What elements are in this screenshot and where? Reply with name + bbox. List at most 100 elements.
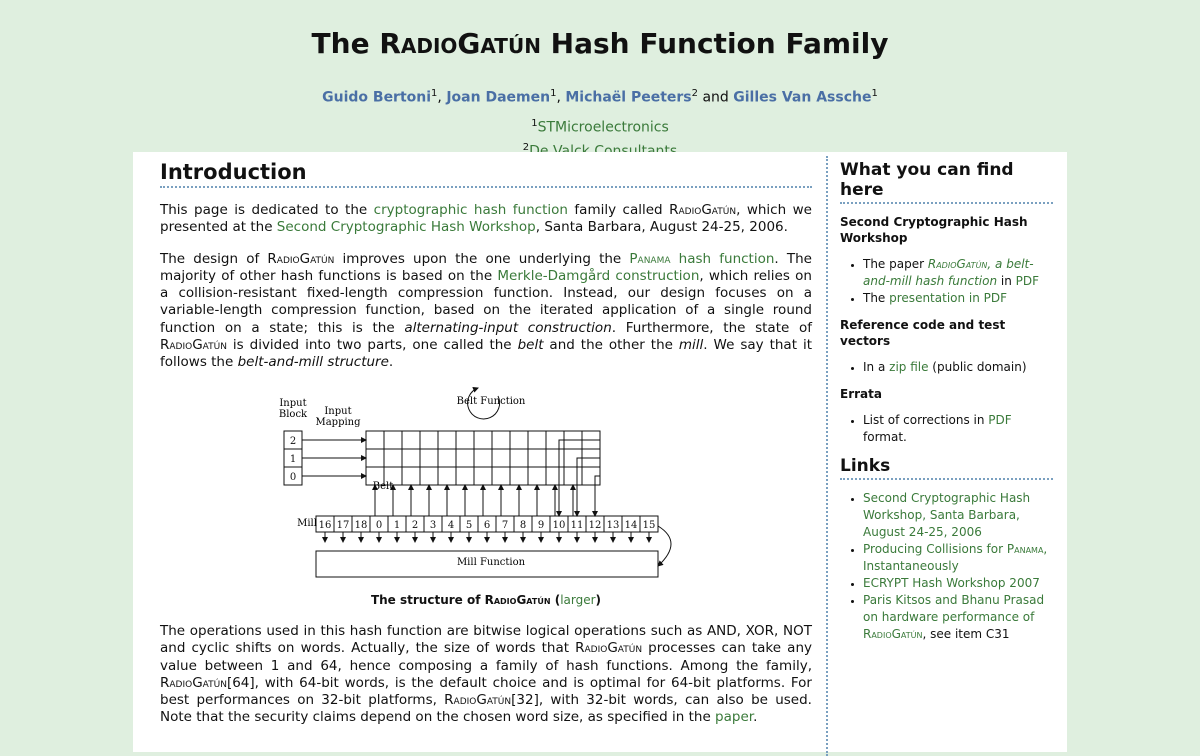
section-heading-introduction: Introduction	[160, 160, 812, 188]
ecrypt-link[interactable]: ECRYPT Hash Workshop 2007	[863, 576, 1040, 590]
belt-and-mill-diagram[interactable]: Input Block Input Mapping Belt Function …	[276, 386, 696, 586]
author-link[interactable]: Michaël Peeters	[565, 89, 692, 106]
belt-cell	[473, 448, 493, 468]
belt-cell	[527, 430, 547, 450]
workshop-link[interactable]: Second Cryptographic Hash Workshop	[276, 219, 536, 236]
belt-cell	[419, 448, 439, 468]
page-title: The RadioGatún Hash Function Family	[311, 27, 889, 60]
belt-to-mill-arrow	[592, 475, 600, 517]
errata-heading: Errata	[840, 387, 882, 401]
errata-pdf-link[interactable]: PDF	[988, 413, 1012, 427]
paper-pdf-link[interactable]: RadioGatún, a belt-and-mill hash functio…	[863, 257, 1034, 288]
paper-link[interactable]: paper	[715, 709, 754, 726]
figure-caption: The structure of RadioGatún (larger)	[370, 592, 602, 607]
mill-cell-label: 5	[466, 520, 472, 531]
pdf-link[interactable]: PDF	[1015, 274, 1040, 288]
affiliation-mark: 1	[531, 118, 538, 129]
panama-collisions-link[interactable]: Producing Collisions for Panama, Instant…	[863, 542, 1048, 573]
belt-function-arrow	[467, 386, 501, 420]
belt-cell	[401, 466, 421, 486]
hash-function-link[interactable]: cryptographic hash function	[373, 202, 568, 218]
input-block-label: Input	[279, 398, 306, 409]
mill-cell-label: 6	[484, 520, 490, 531]
panama-link[interactable]: Panama hash function	[629, 250, 775, 267]
belt-cell	[527, 466, 547, 486]
affiliation-mark: 1	[550, 88, 557, 99]
belt-cell	[437, 430, 457, 450]
mill-feedback-arrow	[657, 525, 672, 567]
input-block-label: Block	[279, 409, 308, 420]
affiliation-link[interactable]: STMicroelectronics	[537, 119, 669, 136]
mill-function-label: Mill Function	[457, 557, 526, 568]
mill-cell-label: 8	[520, 520, 526, 531]
sidebar-heading: What you can find here	[840, 160, 1053, 204]
author-link[interactable]: Guido Bertoni	[322, 89, 432, 106]
affiliation: 1STMicroelectronics	[0, 114, 1200, 138]
belt-cell	[365, 430, 385, 450]
input-mapping-label: Mapping	[315, 417, 361, 428]
workshop-heading: Second Cryptographic Hash Workshop	[840, 215, 1028, 245]
design-paragraph: The design of RadioGatún improves upon t…	[160, 250, 813, 371]
belt-cell	[455, 466, 475, 486]
separator: ,	[437, 89, 447, 106]
affiliation-mark: 2	[522, 141, 530, 153]
list-item: ECRYPT Hash Workshop 2007	[863, 575, 1053, 592]
belt-to-mill-arrow	[574, 457, 600, 517]
larger-link[interactable]: larger	[560, 592, 596, 607]
belt-cell	[473, 430, 493, 450]
belt-cell	[401, 448, 421, 468]
belt-cell	[473, 466, 493, 486]
list-item: The presentation in PDF	[863, 290, 1053, 307]
mill-cell-label: 11	[571, 520, 584, 531]
list-item: Second Cryptographic Hash Workshop, Sant…	[863, 490, 1053, 541]
belt-cell	[491, 448, 511, 468]
separator: ,	[556, 89, 566, 106]
mill-cell-label: 4	[448, 520, 454, 531]
belt-cell	[455, 430, 475, 450]
presentation-link[interactable]: presentation in PDF	[889, 291, 1008, 305]
affiliation-mark: 1	[871, 88, 878, 99]
belt-cell	[545, 448, 565, 468]
input-block-cell-label: 0	[290, 472, 296, 483]
mill-cell-label: 17	[337, 520, 350, 531]
belt-cell	[419, 430, 439, 450]
input-block-cell-label: 2	[290, 436, 296, 447]
belt-cell	[419, 466, 439, 486]
merkle-damgard-link[interactable]: Merkle-Damgård construction	[497, 267, 700, 284]
author-link[interactable]: Gilles Van Assche	[733, 89, 872, 106]
intro-paragraph: This page is dedicated to the cryptograp…	[160, 202, 812, 236]
links-list: Second Cryptographic Hash Workshop, Sant…	[840, 490, 1053, 643]
affiliation-mark: 2	[691, 88, 699, 99]
content-panel: Introduction This page is dedicated to t…	[133, 152, 1067, 756]
belt-cell	[509, 466, 529, 486]
belt-cell	[437, 448, 457, 468]
belt-to-mill-arrow	[556, 439, 600, 517]
sidebar: What you can find here Second Cryptograp…	[840, 152, 1053, 653]
input-block-cell-label: 1	[290, 454, 296, 465]
refcode-heading: Reference code and test vectors	[840, 318, 1006, 348]
page-header: The RadioGatún Hash Function Family Guid…	[0, 0, 1200, 161]
author-link[interactable]: Joan Daemen	[446, 89, 551, 106]
links-heading: Links	[840, 456, 1053, 480]
mill-cell-label: 0	[376, 520, 382, 531]
affiliation-mark: 1	[431, 88, 438, 99]
belt-cell	[383, 430, 403, 450]
mill-cell-label: 18	[355, 520, 368, 531]
belt-cell	[365, 448, 385, 468]
column-divider	[826, 156, 828, 756]
author-list: Guido Bertoni1, Joan Daemen1, Michaël Pe…	[0, 85, 1200, 106]
refcode-list: In a zip file (public domain)	[840, 359, 1053, 376]
belt-cell	[563, 466, 583, 486]
belt-label: Belt	[373, 481, 393, 492]
zip-file-link[interactable]: zip file	[889, 360, 929, 374]
errata-list: List of corrections in PDF format.	[840, 412, 1053, 446]
mill-cell-label: 14	[625, 520, 638, 531]
input-mapping-label: Input	[324, 406, 351, 417]
mill-cell-label: 1	[394, 520, 400, 531]
list-item: Producing Collisions for Panama, Instant…	[863, 541, 1053, 575]
mill-cell-label: 9	[538, 520, 544, 531]
mill-cell-label: 12	[589, 520, 602, 531]
belt-cell	[545, 466, 565, 486]
hardware-performance-link[interactable]: Paris Kitsos and Bhanu Prasad on hardwar…	[863, 593, 1045, 641]
workshop-external-link[interactable]: Second Cryptographic Hash Workshop, Sant…	[863, 491, 1031, 539]
